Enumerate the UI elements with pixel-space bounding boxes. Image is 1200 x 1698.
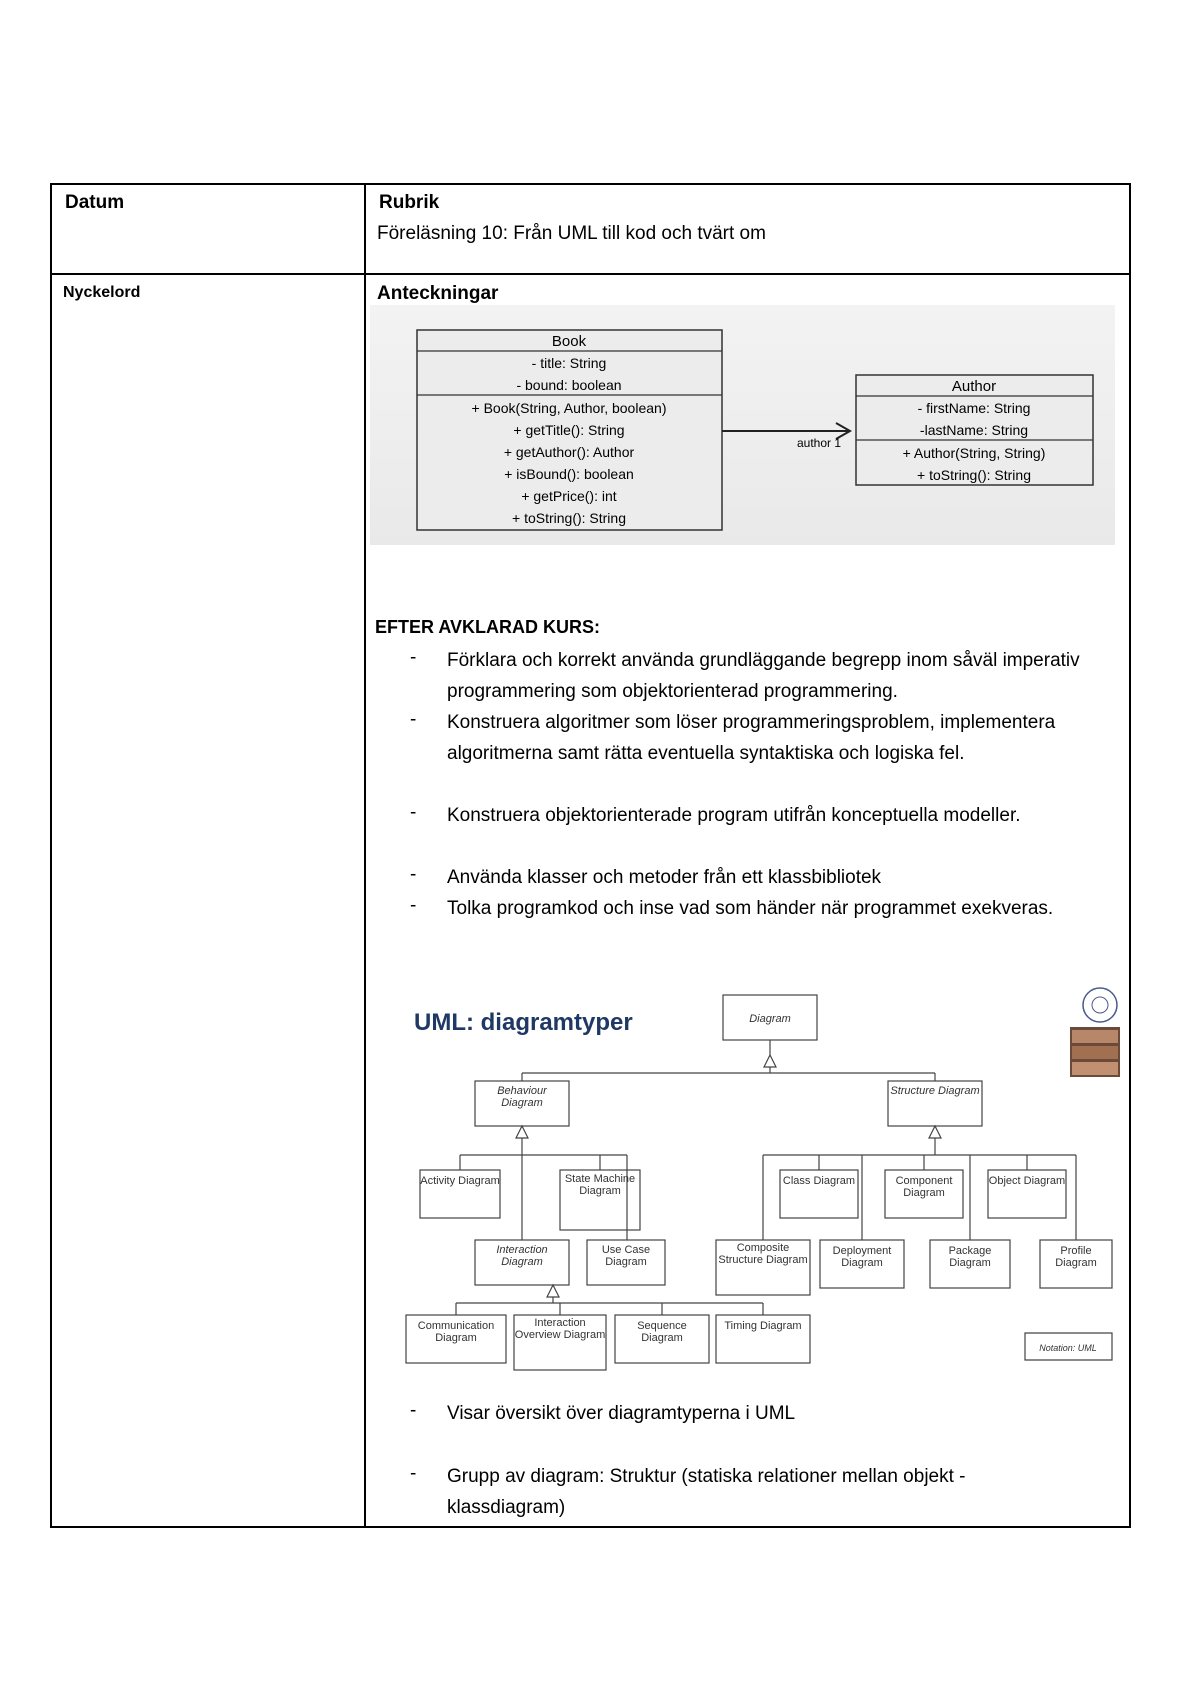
author-attr-1: - firstName: String — [918, 400, 1031, 416]
goal-item-5: Tolka programkod och inse vad som händer… — [447, 898, 1054, 919]
composite-structure-diagram-label: Composite Structure Diagram — [718, 1242, 808, 1266]
component-diagram-label: Component Diagram — [895, 1175, 953, 1199]
book-method-5: + getPrice(): int — [521, 488, 616, 504]
book-class-name: Book — [552, 333, 587, 350]
activity-diagram-label: Activity Diagram — [420, 1175, 500, 1187]
sequence-diagram-label: Sequence Diagram — [637, 1320, 687, 1344]
book-method-6: + toString(): String — [512, 510, 626, 526]
behaviour-diagram-label: Behaviour Diagram — [497, 1085, 547, 1109]
author-class-name: Author — [952, 378, 996, 395]
bullet-dash: - — [410, 1463, 417, 1484]
bottom-note-1: Visar översikt över diagramtyperna i UML — [447, 1403, 796, 1424]
table-divider-horizontal — [52, 273, 1129, 275]
author-method-1: + Author(String, String) — [903, 445, 1046, 461]
table-divider-vertical — [364, 185, 366, 1526]
bullet-dash: - — [410, 895, 417, 916]
communication-diagram-label: Communication Diagram — [417, 1320, 495, 1344]
timing-diagram-label: Timing Diagram — [724, 1320, 802, 1332]
lecture-title: Föreläsning 10: Från UML till kod och tv… — [377, 223, 766, 244]
author-class-box: Author - firstName: String -lastName: St… — [855, 374, 1094, 486]
keywords-label: Nyckelord — [63, 284, 141, 301]
deployment-diagram-label: Deployment Diagram — [832, 1245, 892, 1269]
bullet-dash: - — [410, 709, 417, 730]
book-method-2: + getTitle(): String — [513, 422, 624, 438]
author-method-2: + toString(): String — [917, 467, 1031, 483]
date-label: Datum — [65, 192, 125, 213]
book-method-4: + isBound(): boolean — [504, 466, 634, 482]
goal-item-1: Förklara och korrekt använda grundläggan… — [447, 650, 1080, 702]
object-diagram-label: Object Diagram — [988, 1175, 1066, 1187]
book-method-3: + getAuthor(): Author — [504, 444, 635, 460]
book-attr-2: - bound: boolean — [516, 377, 621, 393]
diagram-root-label: Diagram — [749, 1013, 791, 1025]
notation-label: Notation: UML — [1039, 1343, 1097, 1353]
association-arrow: author 1 — [722, 422, 853, 450]
goal-item-3: Konstruera objektorienterade program uti… — [447, 805, 1021, 826]
heading-label: Rubrik — [379, 192, 440, 213]
interaction-diagram-label: Interaction Diagram — [496, 1244, 548, 1268]
bullet-dash: - — [410, 1400, 417, 1421]
state-machine-diagram-label: State Machine Diagram — [564, 1173, 636, 1197]
structure-diagram-label: Structure Diagram — [890, 1085, 980, 1097]
book-method-1: + Book(String, Author, boolean) — [472, 400, 667, 416]
class-diagram-image: Book - title: String - bound: boolean + … — [370, 305, 1115, 545]
course-goals-title: EFTER AVKLARAD KURS: — [375, 617, 600, 637]
bookshelf-image — [1070, 1027, 1120, 1077]
bullet-dash: - — [410, 864, 417, 885]
author-attr-2: -lastName: String — [920, 422, 1028, 438]
profile-diagram-label: Profile Diagram — [1055, 1245, 1097, 1269]
package-diagram-label: Package Diagram — [948, 1245, 992, 1269]
goal-item-4: Använda klasser och metoder från ett kla… — [447, 867, 882, 888]
bullet-dash: - — [410, 802, 417, 823]
book-class-box: Book - title: String - bound: boolean + … — [416, 329, 723, 531]
book-attr-1: - title: String — [532, 355, 607, 371]
association-label: author 1 — [797, 436, 841, 450]
use-case-diagram-label: Use Case Diagram — [601, 1244, 651, 1268]
notes-table: Datum Rubrik Föreläsning 10: Från UML ti… — [50, 183, 1131, 1528]
class-diagram-label: Class Diagram — [782, 1175, 856, 1187]
interaction-overview-diagram-label: Interaction Overview Diagram — [514, 1317, 606, 1341]
uml-diagram-types-image: UML: diagramtyper — [400, 985, 1120, 1385]
university-logo-icon — [1082, 987, 1118, 1023]
notes-label: Anteckningar — [377, 283, 499, 304]
goal-item-2: Konstruera algoritmer som löser programm… — [447, 712, 1056, 764]
bottom-note-2: Grupp av diagram: Struktur (statiska rel… — [447, 1466, 966, 1518]
uml-types-title: UML: diagramtyper — [414, 1009, 633, 1036]
bullet-dash: - — [410, 647, 417, 668]
